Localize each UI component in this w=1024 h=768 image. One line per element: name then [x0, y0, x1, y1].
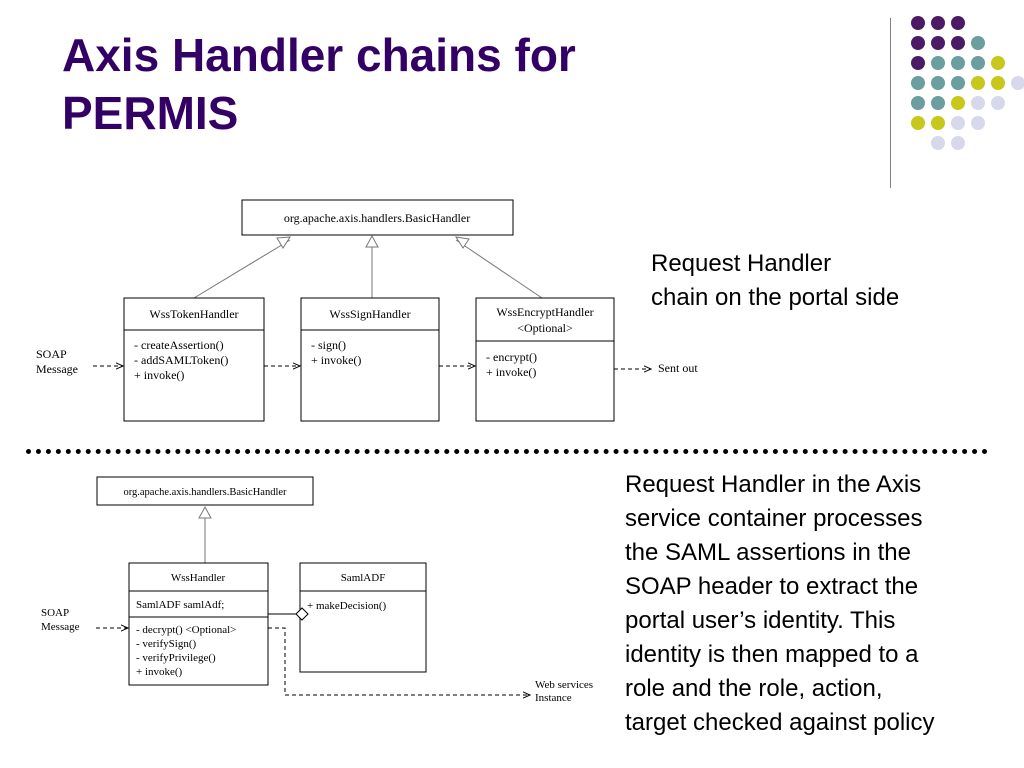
class-method: + invoke() — [486, 365, 536, 379]
class-wss-handler: WssHandler SamlADF samlAdf; - decrypt() … — [128, 562, 269, 686]
inheritance-arrowhead — [276, 236, 291, 249]
decorative-dot — [951, 76, 965, 90]
decorative-dot — [931, 136, 945, 150]
output-label: Instance — [535, 692, 572, 704]
top-note: Request Handler chain on the portal side — [651, 247, 899, 315]
aggregation-diamond — [295, 607, 309, 621]
class-method: + invoke() — [134, 368, 184, 382]
class-method: + invoke() — [136, 666, 183, 678]
class-method: - encrypt() — [486, 350, 537, 364]
flow-arrow — [268, 627, 530, 695]
base-class-box — [96, 476, 314, 506]
bottom-note-line: target checked against policy — [625, 709, 935, 736]
decorative-dot — [911, 116, 925, 130]
bottom-note-line: portal user’s identity. This — [625, 607, 896, 634]
decorative-dot — [911, 36, 925, 50]
decorative-divider — [890, 18, 891, 188]
decorative-dot — [971, 56, 985, 70]
inheritance-arrowhead — [198, 505, 212, 519]
class-method: - createAssertion() — [134, 338, 224, 352]
decorative-dot — [1011, 76, 1024, 90]
class-method: - verifySign() — [136, 638, 197, 650]
base-class-box — [241, 199, 514, 236]
class-name: WssEncryptHandler — [496, 305, 593, 319]
class-method: - decrypt() <Optional> — [136, 624, 236, 636]
class-attribute: SamlADF samlAdf; — [136, 599, 224, 611]
inheritance-arrowhead — [365, 234, 379, 248]
section-separator — [26, 449, 988, 454]
top-note-line-2: chain on the portal side — [651, 284, 900, 311]
decorative-dot — [931, 96, 945, 110]
decorative-dot — [951, 116, 965, 130]
bottom-note-line: identity is then mapped to a — [625, 641, 919, 668]
decorative-dot — [931, 16, 945, 30]
inheritance-arrowhead — [454, 236, 470, 249]
decorative-dot — [931, 36, 945, 50]
decorative-dot — [931, 76, 945, 90]
class-name: WssHandler — [171, 572, 226, 584]
decorative-dot — [911, 56, 925, 70]
base-class-label: org.apache.axis.handlers.BasicHandler — [284, 211, 470, 225]
class-name: WssSignHandler — [329, 307, 410, 321]
decorative-dot — [931, 116, 945, 130]
input-label: Message — [41, 621, 80, 633]
decorative-dot — [931, 56, 945, 70]
decorative-dot — [971, 116, 985, 130]
title-line-2: PERMIS — [62, 87, 239, 139]
decorative-dot — [991, 96, 1005, 110]
page-title: Axis Handler chains for PERMIS — [62, 26, 862, 142]
decorative-dot — [951, 56, 965, 70]
class-saml-adf: SamlADF + makeDecision() — [299, 562, 427, 673]
decorative-dot — [911, 16, 925, 30]
output-label: Web services — [535, 679, 593, 691]
class-method: - sign() — [311, 338, 346, 352]
input-label: SOAP — [41, 607, 69, 619]
decorative-dot — [971, 36, 985, 50]
bottom-note-line: Request Handler in the Axis — [625, 471, 922, 498]
class-method: + invoke() — [311, 353, 361, 367]
class-name: WssTokenHandler — [149, 307, 238, 321]
class-method: + makeDecision() — [307, 600, 387, 612]
decorative-dot — [991, 76, 1005, 90]
decorative-dot — [991, 56, 1005, 70]
decorative-dot — [951, 96, 965, 110]
decorative-dot — [971, 76, 985, 90]
class-stereotype: <Optional> — [517, 321, 573, 335]
bottom-note-line: role and the role, action, — [625, 675, 883, 702]
base-class-label: org.apache.axis.handlers.BasicHandler — [123, 487, 287, 498]
decorative-dot — [951, 16, 965, 30]
bottom-note: Request Handler in the Axis service cont… — [625, 468, 935, 740]
class-wss-encrypt-handler: WssEncryptHandler <Optional> - encrypt()… — [475, 297, 615, 422]
decorative-dot — [951, 36, 965, 50]
decorative-dot — [971, 96, 985, 110]
top-diagram: org.apache.axis.handlers.BasicHandler Ws… — [36, 199, 698, 422]
top-note-line-1: Request Handler — [651, 250, 832, 277]
output-label: Sent out — [658, 361, 698, 375]
input-label: Message — [36, 362, 78, 376]
class-method: - addSAMLToken() — [134, 353, 228, 367]
decorative-dot — [911, 96, 925, 110]
title-line-1: Axis Handler chains for — [62, 29, 576, 81]
inheritance-line — [193, 239, 291, 299]
bottom-diagram: org.apache.axis.handlers.BasicHandler Ws… — [41, 476, 593, 704]
bottom-note-line: the SAML assertions in the — [625, 539, 911, 566]
decorative-dot — [911, 76, 925, 90]
class-wss-token-handler: WssTokenHandler - createAssertion() - ad… — [123, 297, 265, 422]
input-label: SOAP — [36, 347, 67, 361]
class-method: - verifyPrivilege() — [136, 652, 216, 664]
class-name: SamlADF — [341, 572, 386, 584]
class-wss-sign-handler: WssSignHandler - sign() + invoke() — [300, 297, 440, 422]
decorative-dot — [951, 136, 965, 150]
bottom-note-line: SOAP header to extract the — [625, 573, 919, 600]
bottom-note-line: service container processes — [625, 505, 923, 532]
inheritance-line — [455, 239, 543, 299]
